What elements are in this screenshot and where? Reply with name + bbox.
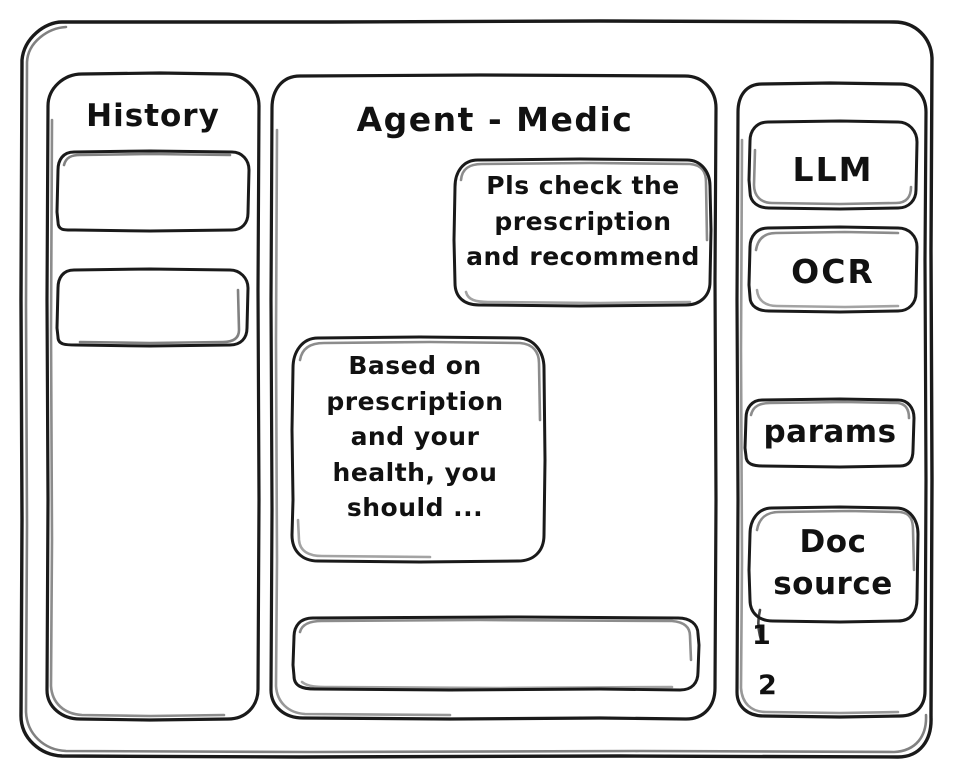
llm-button-label: LLM <box>792 150 874 189</box>
right-rail-outline <box>735 81 928 719</box>
sidebar-title: History <box>86 98 220 134</box>
llm-button-outline <box>747 119 919 211</box>
doc-source-item-2[interactable]: 2 <box>758 670 778 701</box>
assistant-message-text: Based on prescription and your health, y… <box>326 351 504 522</box>
doc-source-outline <box>747 505 920 644</box>
sidebar-item-2[interactable] <box>58 270 248 346</box>
params-button[interactable] <box>746 400 914 467</box>
history-item-2-outline <box>55 267 250 348</box>
params-button-outline <box>743 397 916 469</box>
sidebar-item-1[interactable] <box>58 152 249 231</box>
main-panel-outline <box>269 73 718 721</box>
user-bubble-outline <box>452 157 713 308</box>
page-title: Agent - Medic <box>356 100 634 139</box>
window-frame <box>19 19 934 759</box>
history-item-1-outline <box>55 149 251 233</box>
message-input[interactable] <box>294 618 699 690</box>
sidebar-panel-outline <box>45 71 261 722</box>
ocr-button-outline <box>747 225 919 314</box>
assistant-bubble-outline <box>290 335 547 564</box>
llm-button[interactable] <box>750 122 917 209</box>
ocr-button[interactable] <box>750 228 917 312</box>
doc-source-button[interactable] <box>750 508 918 622</box>
user-message-text: Pls check the prescription and recommend <box>466 171 700 271</box>
ocr-button-label: OCR <box>791 252 875 291</box>
doc-source-label: Doc source <box>773 524 893 602</box>
doc-source-item-1[interactable]: 1 <box>752 620 772 651</box>
composer-outline <box>291 615 701 692</box>
params-button-label: params <box>763 414 897 450</box>
